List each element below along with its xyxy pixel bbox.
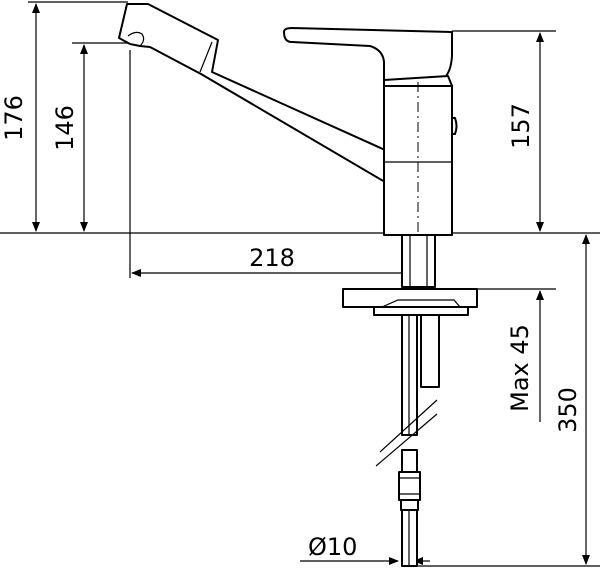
spout: [118, 3, 386, 183]
supply-pipe: [375, 314, 440, 567]
dimension-max-45-label: Max 45: [506, 324, 534, 412]
dimension-diameter-10-label: Ø10: [308, 533, 357, 561]
shank: [401, 234, 436, 288]
dimension-350-label: 350: [554, 387, 582, 433]
dimension-176-label: 176: [0, 95, 28, 141]
dimension-157: 157: [507, 32, 544, 232]
dimension-max-45: Max 45: [506, 290, 544, 422]
dimension-146: 146: [51, 44, 88, 232]
lever-handle: [283, 27, 453, 87]
dimension-157-label: 157: [507, 103, 535, 149]
dimension-diameter-10: Ø10: [300, 533, 430, 565]
dimension-218-label: 218: [249, 244, 295, 272]
dimension-146-label: 146: [51, 105, 79, 151]
faucet-body: [383, 82, 458, 236]
mounting-plate: [342, 288, 478, 316]
dimension-350: 350: [554, 234, 590, 565]
dimension-218: 218: [131, 244, 415, 277]
dimension-176: 176: [0, 3, 40, 232]
